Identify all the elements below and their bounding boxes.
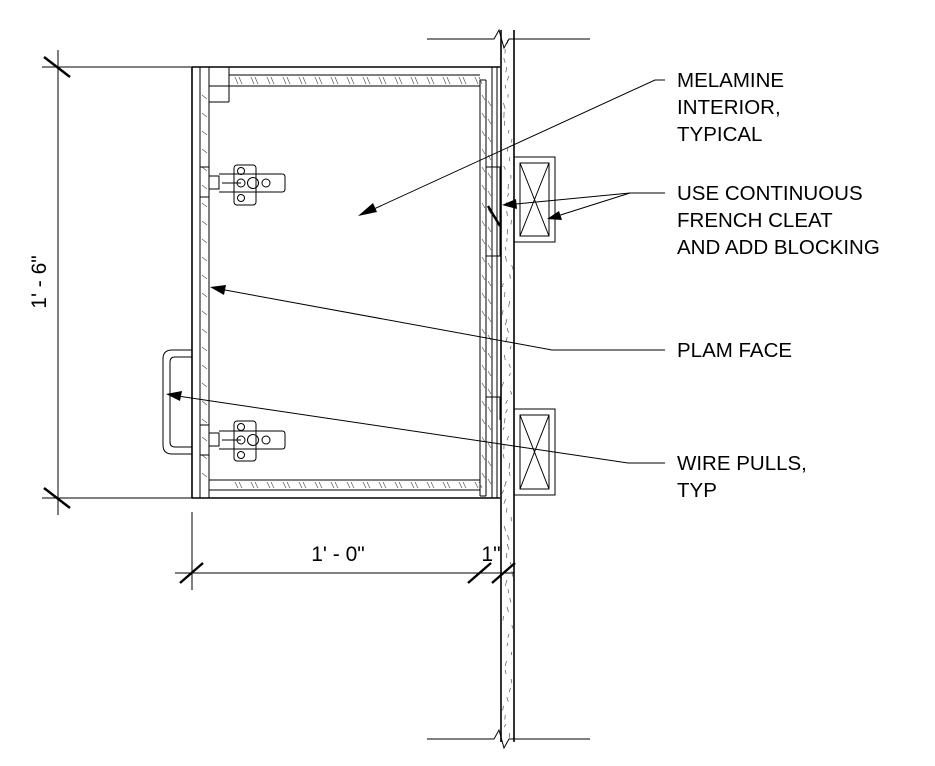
svg-text:USE CONTINUOUS: USE CONTINUOUS (677, 182, 863, 205)
svg-text:MELAMINE: MELAMINE (677, 69, 784, 92)
svg-text:INTERIOR,: INTERIOR, (677, 96, 781, 119)
break-line-icon (427, 28, 590, 50)
dimension-width: 1' - 0" 1" (175, 512, 516, 590)
dimension-height: 1' - 6" (28, 50, 192, 515)
arrowhead-icon (166, 391, 182, 401)
arrowhead-icon (502, 199, 517, 209)
note-french-cleat: USE CONTINUOUS FRENCH CLEAT AND ADD BLOC… (677, 182, 880, 259)
hinge-icon (199, 420, 286, 462)
cabinet-body (191, 66, 502, 499)
blocking-icon (513, 408, 556, 496)
dimension-gap-label: 1" (481, 543, 500, 566)
leader-plam-face (210, 285, 665, 351)
blocking-icon (513, 156, 556, 243)
leader-french-cleat (502, 192, 665, 220)
dimension-height-label: 1' - 6" (28, 255, 51, 308)
dimension-width-label: 1' - 0" (311, 543, 364, 566)
svg-text:FRENCH CLEAT: FRENCH CLEAT (677, 209, 833, 232)
svg-text:TYPICAL: TYPICAL (677, 123, 762, 146)
arrowhead-icon (358, 203, 377, 216)
note-wire-pulls: WIRE PULLS, TYP (677, 452, 807, 502)
svg-text:PLAM FACE: PLAM FACE (677, 339, 792, 362)
svg-text:TYP: TYP (677, 479, 717, 502)
svg-text:WIRE PULLS,: WIRE PULLS, (677, 452, 807, 475)
arrowhead-icon (547, 211, 562, 220)
wire-pull-icon (162, 349, 192, 455)
break-line-icon (427, 728, 590, 750)
leader-wire-pulls (166, 391, 665, 464)
wall (500, 30, 515, 742)
note-plam-face: PLAM FACE (677, 339, 792, 362)
svg-text:AND ADD BLOCKING: AND ADD BLOCKING (677, 236, 880, 259)
leader-melamine (358, 79, 665, 216)
note-melamine: MELAMINE INTERIOR, TYPICAL (677, 69, 784, 146)
arrowhead-icon (210, 285, 226, 295)
hinge-icon (199, 164, 286, 206)
